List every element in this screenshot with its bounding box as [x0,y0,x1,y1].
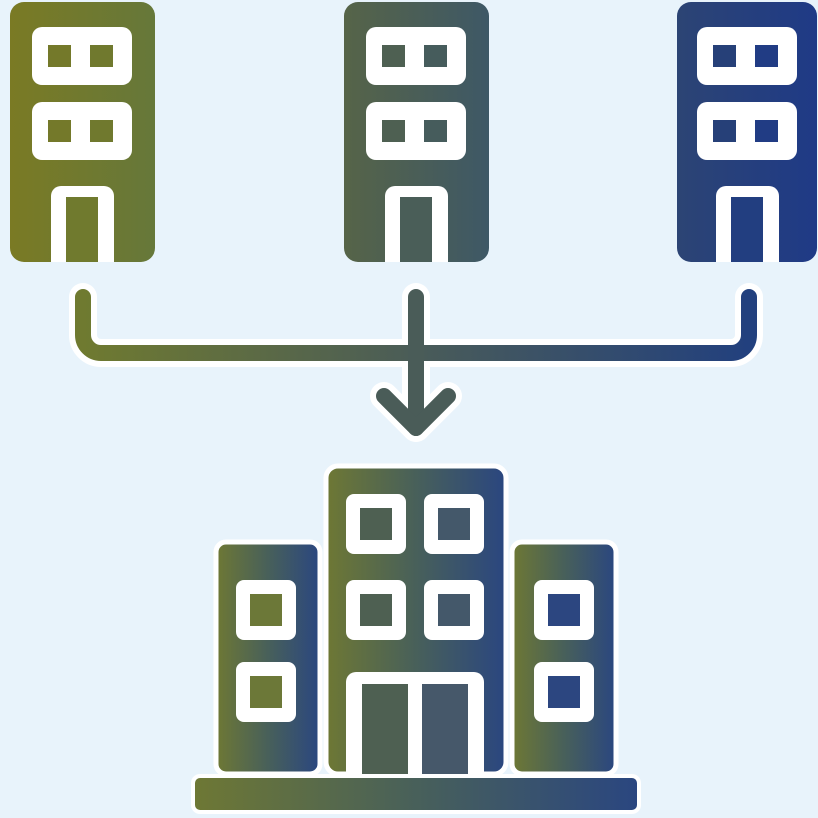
building-left [10,2,155,262]
window-pane [48,45,71,67]
window-frame [366,102,466,160]
window-frame [697,102,797,160]
window-pane [250,676,282,708]
door [66,197,98,262]
window-pane [548,594,580,626]
window-frame [697,27,797,85]
building-middle [344,2,489,262]
merge-arrow-down-icon [69,283,763,442]
window-pane [713,120,736,142]
complex-base [191,774,641,814]
door [731,197,763,262]
window-pane [438,594,470,626]
window-pane [382,120,405,142]
arrow-head [376,388,456,436]
entrance-door-left [362,684,408,774]
window-pane [755,45,778,67]
window-pane [755,120,778,142]
window-pane [713,45,736,67]
window-pane [424,120,447,142]
window-frame [32,102,132,160]
window-pane [438,508,470,540]
building-right [677,2,817,262]
door [400,197,432,262]
window-pane [90,45,113,67]
window-pane [250,594,282,626]
window-frame [32,27,132,85]
window-pane [548,676,580,708]
window-pane [48,120,71,142]
entrance-door-right [422,684,468,774]
window-pane [360,594,392,626]
large-office-complex-icon [191,463,641,814]
complex-right-wing [509,539,619,777]
complex-left-wing [213,539,323,777]
window-frame [366,27,466,85]
window-pane [382,45,405,67]
window-pane [90,120,113,142]
window-pane [424,45,447,67]
window-pane [360,508,392,540]
